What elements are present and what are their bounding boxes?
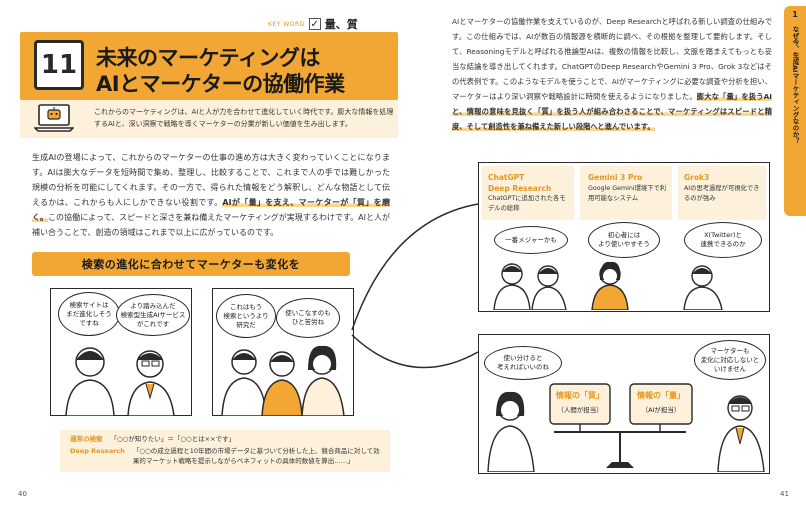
page-title-line1: 未来のマーケティングは [96,46,320,70]
example-label: 通常の検索 [70,435,103,443]
section-banner: 検索の進化に合わせてマーケターも変化を [32,252,350,276]
speech-bubble: 初心者には より使いやすそう [588,222,660,258]
keyword-label: KEY WORD [268,20,305,28]
tool-desc-gemini: Google Gemini環境下で利用可能なシステム [588,185,667,202]
side-tab [784,6,806,216]
keyword-value: 量、質 [324,18,358,31]
right-body-p1: AIとマーケターの協働作業を支えているのが、Deep Researchと呼ばれる… [452,17,772,101]
example-row-normal: 通常の検索 「○○が知りたい」＝「○○とは××です」 [70,434,382,444]
speech-bubble: 使い分けると 考えればいいのね [484,346,562,380]
side-tab-number: 1 [792,10,798,19]
tool-name-chatgpt: ChatGPT Deep Research [488,173,552,193]
tool-card-bg [482,166,574,220]
tool-desc-chatgpt: ChatGPTに追加された各モデルの総称 [488,195,566,212]
right-body-text: AIとマーケターの協働作業を支えているのが、Deep Researchと呼ばれる… [452,14,772,134]
balance-scale-icon [549,383,693,468]
comic-illustration-man [717,395,765,472]
tool-name-gemini: Gemini 3 Pro [588,173,643,182]
comic-illustration-woman [487,391,535,472]
example-text: 「○○が知りたい」＝「○○とは××です」 [110,435,236,443]
example-box [60,430,390,472]
comic-illustration-people-3 [493,261,723,310]
speech-bubble: 使いこなすのも ひと苦労ね [276,298,340,338]
keyword-header: KEY WORD ✓ 量、質 [268,16,358,32]
comic-illustration-people-2 [221,345,345,416]
lead-background [20,100,398,138]
tool-card-bg [678,166,766,220]
tool-card-bg [580,166,672,220]
speech-bubble: これはもう 検索というより 研究だ [216,294,276,338]
left-body-text: 生成AIの登場によって、これからのマーケターの仕事の進め方は大きく変わっていくこ… [32,150,391,240]
checkbox-icon: ✓ [308,18,321,30]
quantity-sub: （AIが担当） [641,406,681,414]
quality-sub: （人間が担当） [557,406,603,414]
page-title-line2: AIとマーケターの協働作業 [96,72,345,96]
left-body-p1: 生成AIの登場によって、これからのマーケターの仕事の進め方は大きく変わっていくこ… [32,153,390,207]
page-number-left: 40 [18,490,27,498]
example-label: Deep Research [70,447,125,455]
chapter-number: 11 [34,40,84,90]
lead-text: これからのマーケティングは、AIと人が力を合わせて進化していく時代です。膨大な情… [94,108,394,128]
tool-name-grok: Grok3 [684,173,710,182]
quality-label: 情報の「質」 [556,391,604,400]
speech-bubble: マーケターも 変化に対応しないと いけません [694,340,766,380]
quantity-label: 情報の「量」 [637,391,685,400]
speech-bubble: 検索サイトは まだ進化しそう ですね [58,292,120,336]
left-body-p2: この協働によって、スピードと深さを兼ね備えたマーケティングが実現するわけです。A… [32,213,390,237]
speech-bubble: 一番メジャーかも [494,226,568,254]
example-row-deep: Deep Research 「○○の成立過程と10年間の市場データに基づいて分析… [70,446,382,466]
speech-bubble: より踏み込んだ 検索型生成AIサービス がこれです [116,294,190,336]
side-tab-text: なぜ今、生成AIマーケティングなのか？ [791,26,799,144]
tool-desc-grok: AIの思考過程が可視化できるのが強み [684,185,760,202]
speech-bubble: X(Twitter)と 連携できるのか [684,222,762,258]
comic-illustration-people-1 [65,347,175,416]
connector-lines [351,203,479,369]
example-text: 「○○の成立過程と10年間の市場データに基づいて分析した上、競合商品に対して効果… [132,447,380,465]
laptop-robot-icon [34,104,74,132]
page-number-right: 41 [780,490,789,498]
